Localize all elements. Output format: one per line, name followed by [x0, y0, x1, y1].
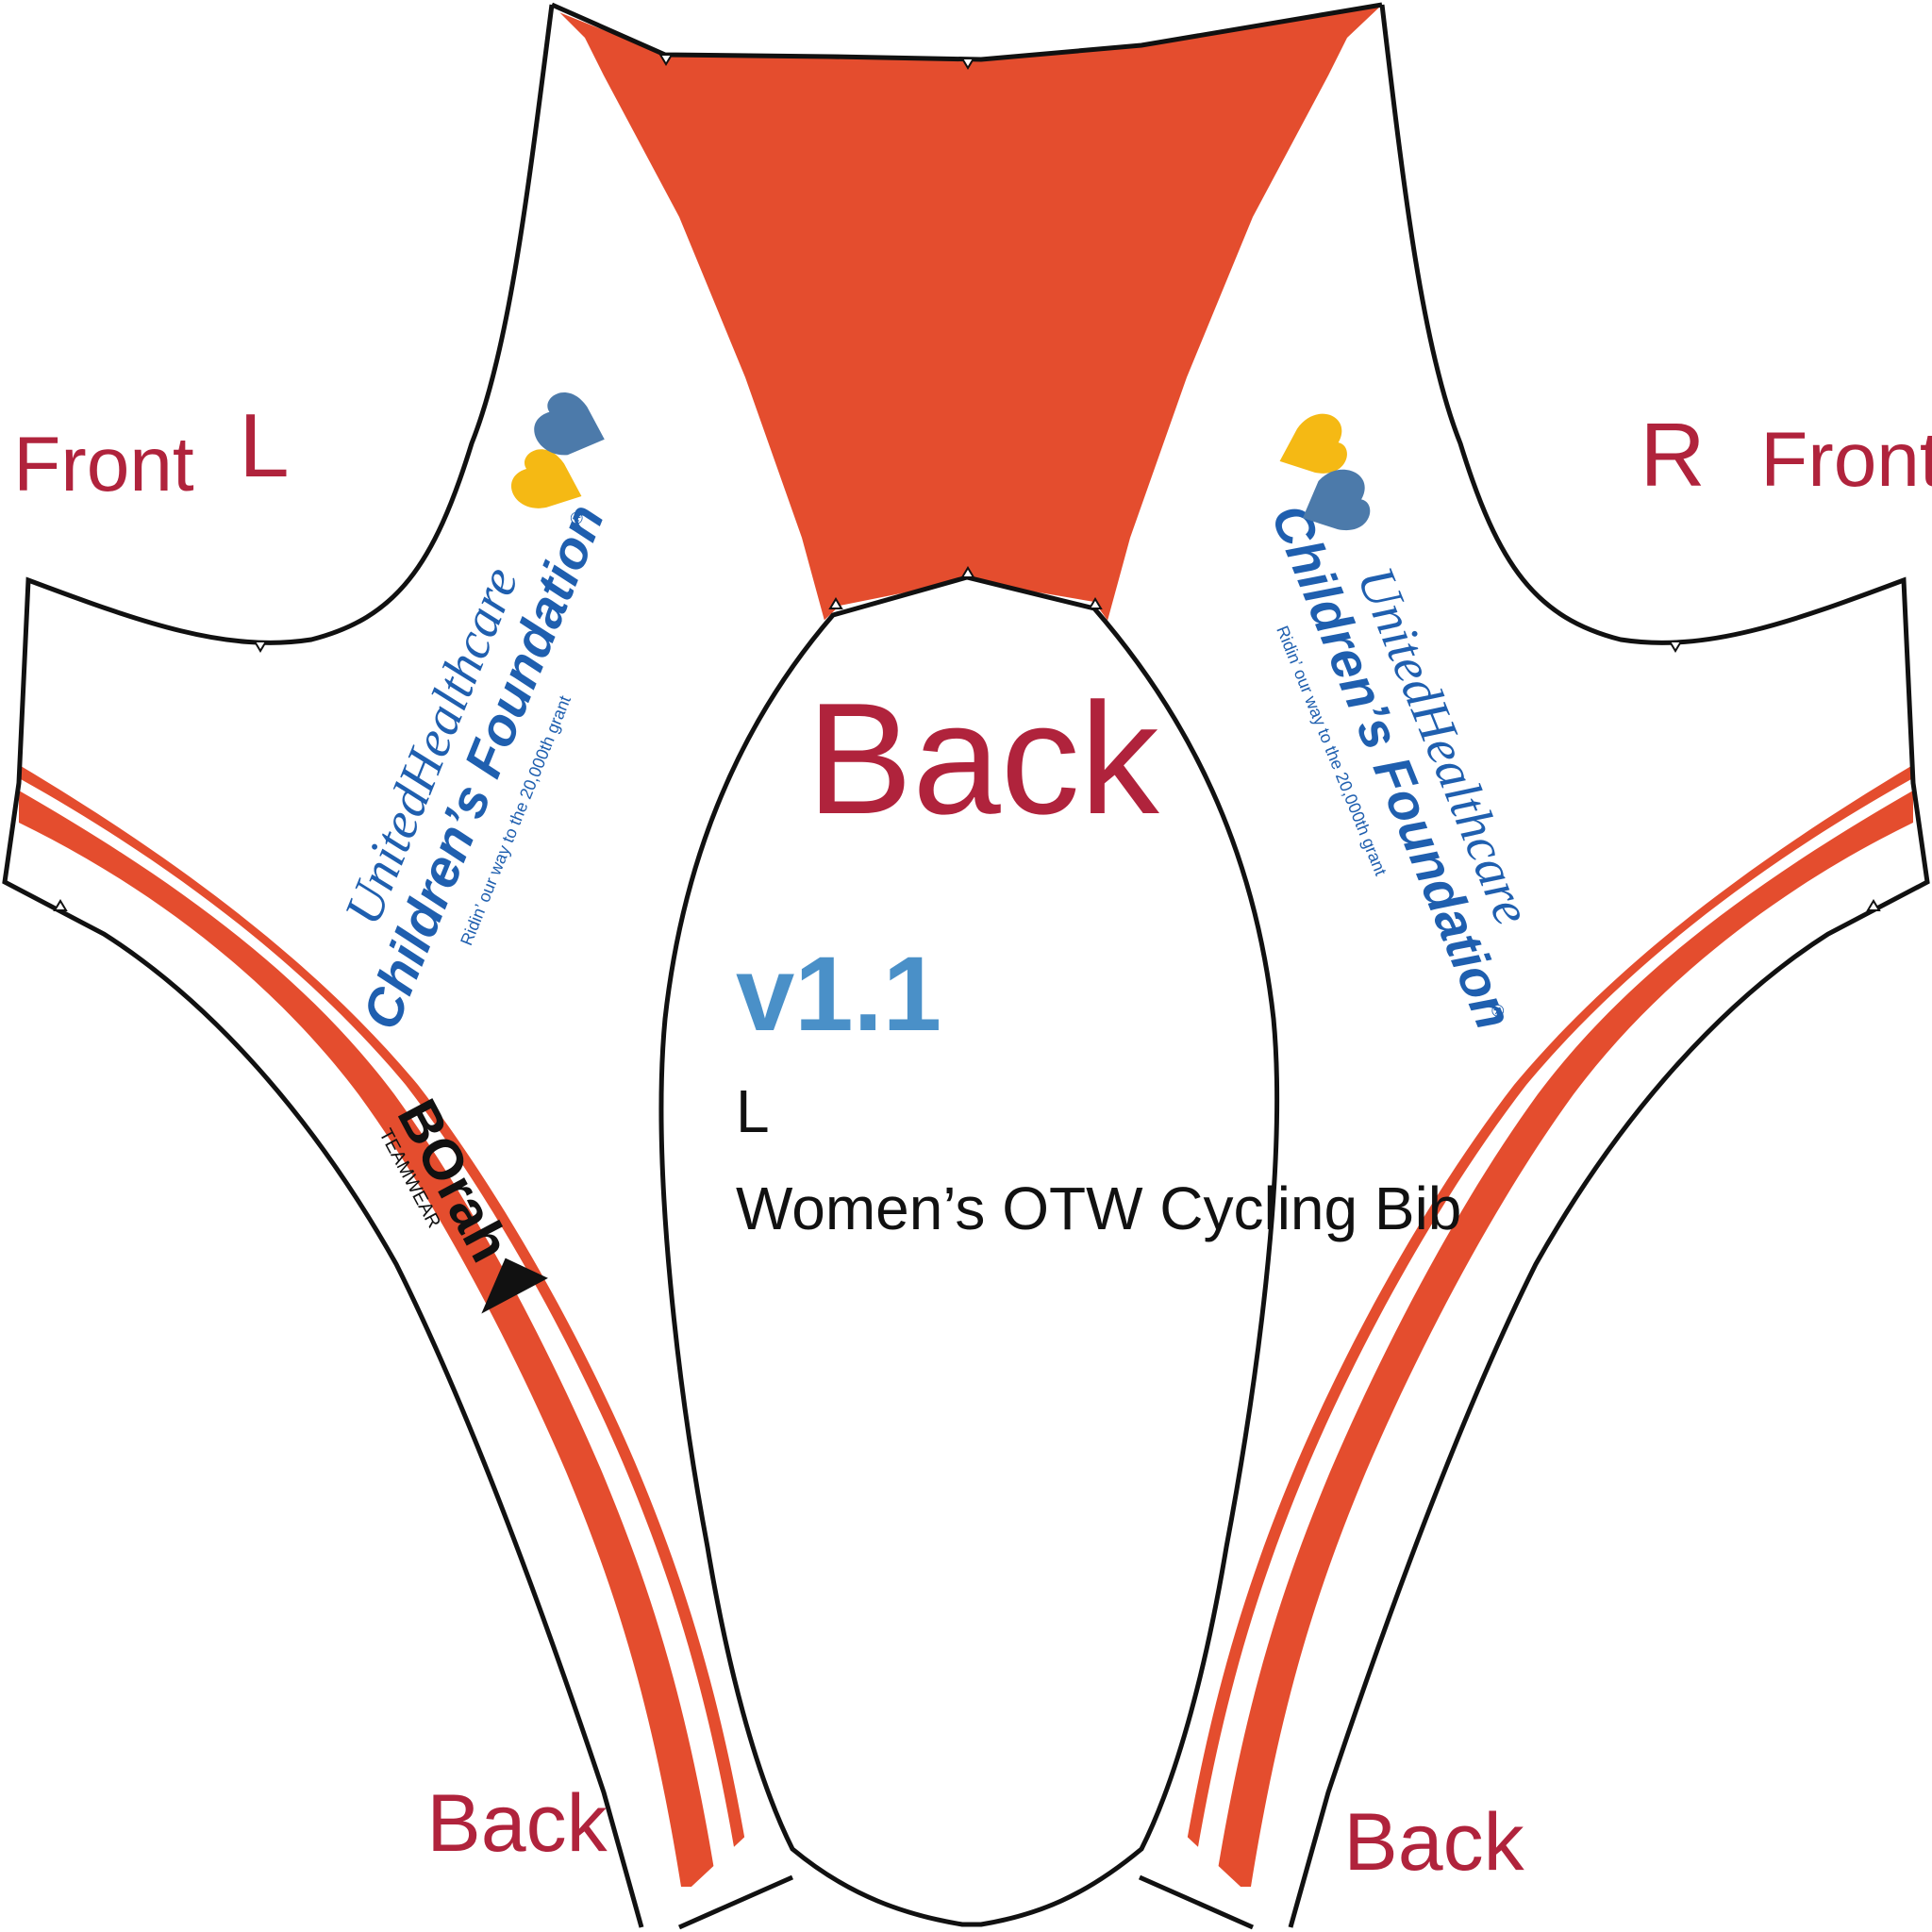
left-leg-panel [5, 5, 830, 1927]
right-side-label: R [1640, 405, 1705, 506]
heart-icon [510, 392, 605, 508]
product-name: Women’s OTW Cycling Bib [736, 1174, 1461, 1242]
yoke-cut-line [550, 2, 1383, 62]
heart-icon-right [1279, 413, 1371, 531]
right-front-label: Front [1760, 417, 1932, 503]
right-back-label: Back [1343, 1797, 1524, 1888]
back-yoke-panel [552, 5, 1382, 641]
mountain-icon [481, 1257, 548, 1314]
center-back-label: Back [807, 670, 1159, 847]
left-side-label: L [239, 395, 289, 496]
left-back-label: Back [426, 1778, 608, 1869]
size-label: L [736, 1077, 770, 1145]
center-back-panel [658, 575, 1280, 1927]
notch-marks [53, 54, 1881, 911]
version-label: v1.1 [736, 935, 941, 1053]
left-cut-line [2, 4, 794, 1930]
left-front-label: Front [13, 422, 194, 508]
right-cut-line [1138, 4, 1930, 1930]
right-leg-panel [1102, 5, 1927, 1927]
